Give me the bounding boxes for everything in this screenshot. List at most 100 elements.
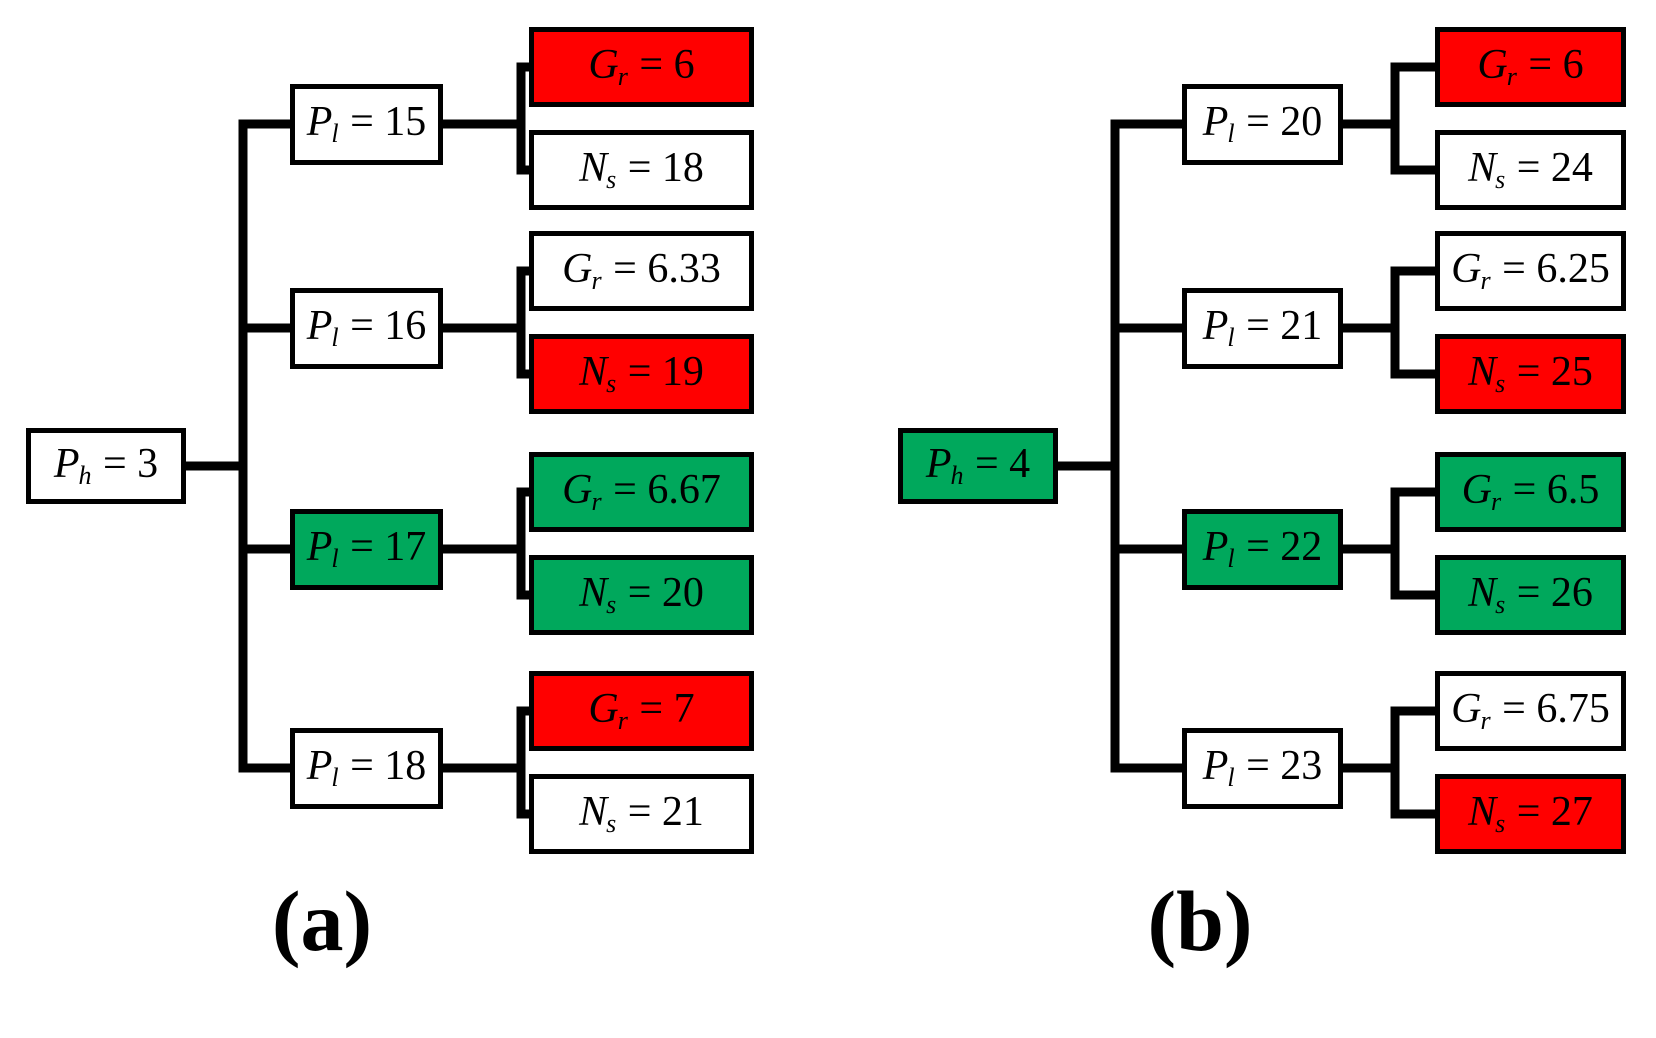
panel-b-parent-node-3-label: Pl = 23 bbox=[1203, 745, 1323, 792]
panel-a-parent-node-1-value: = 16 bbox=[339, 302, 427, 349]
panel-a-root-node-subscript: h bbox=[78, 461, 92, 491]
panel-b-leaf-node-3-1-symbol: N bbox=[1468, 788, 1497, 835]
panel-a-leaf-node-1-0-value: = 6.33 bbox=[602, 245, 721, 292]
panel-b-parent-node-0-subscript: l bbox=[1227, 119, 1235, 149]
panel-b-leaf-node-3-0-label: Gr = 6.75 bbox=[1451, 688, 1610, 735]
panel-a-parent-node-0: Pl = 15 bbox=[290, 83, 443, 165]
panel-a-root-node: Ph = 3 bbox=[26, 428, 186, 504]
panel-b-leaf-node-3-0-subscript: r bbox=[1480, 706, 1491, 736]
panel-b-leaf-node-1-1-symbol: N bbox=[1468, 348, 1497, 395]
panel-a-parent-node-3-symbol: P bbox=[306, 742, 333, 789]
panel-b-leaf-node-0-1-value: = 24 bbox=[1506, 144, 1593, 191]
panel-a-leaf-node-1-1: Ns = 19 bbox=[529, 334, 754, 414]
panel-b-leaf-node-3-1-subscript: s bbox=[1495, 809, 1506, 839]
panel-b-parent-node-0-value: = 20 bbox=[1235, 98, 1323, 145]
panel-b-leaf-node-3-1: Ns = 27 bbox=[1435, 774, 1626, 854]
panel-b-leaf-node-0-0-label: Gr = 6 bbox=[1477, 44, 1583, 91]
panel-b-leaf-node-1-1-label: Ns = 25 bbox=[1468, 351, 1593, 398]
panel-a-leaf-node-2-0-symbol: G bbox=[562, 466, 593, 513]
panel-a-leaf-node-3-0-subscript: r bbox=[617, 706, 628, 736]
panel-a-leaf-node-1-1-value: = 19 bbox=[617, 348, 704, 395]
panel-a-root-node-label: Ph = 3 bbox=[54, 443, 158, 490]
panel-a-leaf-node-2-1-subscript: s bbox=[606, 590, 617, 620]
panel-a-parent-node-0-value: = 15 bbox=[339, 98, 427, 145]
panel-a-parent-node-1: Pl = 16 bbox=[290, 287, 443, 369]
panel-b-parent-node-3: Pl = 23 bbox=[1182, 727, 1343, 809]
panel-b-leaf-node-0-0-subscript: r bbox=[1506, 62, 1517, 92]
panel-a-leaf-node-3-0-label: Gr = 7 bbox=[588, 688, 694, 735]
panel-b-leaf-node-2-1-symbol: N bbox=[1468, 569, 1497, 616]
panel-b-parent-node-2-subscript: l bbox=[1227, 544, 1235, 574]
panel-b-leaf-node-2-0-symbol: G bbox=[1461, 466, 1493, 513]
panel-b-parent-node-1-symbol: P bbox=[1202, 302, 1229, 349]
panel-b-leaf-node-1-1-value: = 25 bbox=[1506, 348, 1593, 395]
panel-b-leaf-node-2-0-subscript: r bbox=[1491, 487, 1502, 517]
panel-b-parent-node-2: Pl = 22 bbox=[1182, 508, 1343, 590]
panel-a-leaf-node-0-0: Gr = 6 bbox=[529, 27, 754, 107]
panel-a-parent-node-2-value: = 17 bbox=[339, 523, 427, 570]
panel-b-leaf-node-1-0-symbol: G bbox=[1451, 245, 1482, 292]
panel-b-leaf-node-2-1-subscript: s bbox=[1495, 590, 1506, 620]
panel-a-caption: (a) bbox=[271, 873, 373, 969]
panel-b-leaf-node-0-0-symbol: G bbox=[1477, 41, 1508, 88]
panel-a-leaf-node-2-1: Ns = 20 bbox=[529, 555, 754, 635]
panel-a-parent-node-3-value: = 18 bbox=[339, 742, 427, 789]
panel-a-parent-node-3-subscript: l bbox=[331, 763, 339, 793]
panel-a-root-node-value: = 3 bbox=[92, 440, 159, 487]
panel-a-leaf-node-0-1-subscript: s bbox=[606, 165, 617, 195]
panel-a-leaf-node-1-1-symbol: N bbox=[579, 348, 608, 395]
panel-b-leaf-node-0-1-subscript: s bbox=[1495, 165, 1506, 195]
panel-b-leaf-node-1-1: Ns = 25 bbox=[1435, 334, 1626, 414]
panel-a-leaf-node-1-1-subscript: s bbox=[606, 369, 617, 399]
panel-a-parent-node-1-label: Pl = 16 bbox=[307, 305, 427, 352]
panel-b-root-node-subscript: h bbox=[950, 461, 964, 491]
panel-a-leaf-node-0-0-label: Gr = 6 bbox=[588, 44, 694, 91]
panel-a-leaf-node-2-1-symbol: N bbox=[579, 569, 608, 616]
panel-b-root-node: Ph = 4 bbox=[898, 428, 1058, 504]
panel-a-leaf-node-3-1-value: = 21 bbox=[617, 788, 704, 835]
panel-a-leaf-node-1-0-symbol: G bbox=[562, 245, 593, 292]
panel-b-leaf-node-2-0: Gr = 6.5 bbox=[1435, 452, 1626, 532]
panel-b-parent-node-1-label: Pl = 21 bbox=[1203, 305, 1323, 352]
panel-b-parent-node-1: Pl = 21 bbox=[1182, 287, 1343, 369]
panel-a-parent-node-2-label: Pl = 17 bbox=[307, 526, 427, 573]
panel-a-leaf-node-2-1-label: Ns = 20 bbox=[579, 572, 704, 619]
panel-b-parent-node-0-label: Pl = 20 bbox=[1203, 101, 1323, 148]
panel-a-leaf-node-0-0-symbol: G bbox=[588, 41, 619, 88]
panel-b-leaf-node-0-0: Gr = 6 bbox=[1435, 27, 1626, 107]
panel-a-leaf-node-3-0-value: = 7 bbox=[628, 685, 695, 732]
panel-b-root-node-symbol: P bbox=[925, 440, 952, 487]
panel-b-root-node-label: Ph = 4 bbox=[926, 443, 1030, 490]
panel-b-caption: (b) bbox=[1147, 873, 1253, 969]
panel-b-leaf-node-2-1: Ns = 26 bbox=[1435, 555, 1626, 635]
panel-b-leaf-node-3-0-symbol: G bbox=[1451, 685, 1482, 732]
panel-b-parent-node-2-label: Pl = 22 bbox=[1203, 526, 1323, 573]
panel-a-leaf-node-1-0-subscript: r bbox=[591, 266, 602, 296]
panel-a-leaf-node-3-0: Gr = 7 bbox=[529, 671, 754, 751]
panel-a-parent-node-0-subscript: l bbox=[331, 119, 339, 149]
panel-b-leaf-node-1-0-subscript: r bbox=[1480, 266, 1491, 296]
panel-b-leaf-node-0-0-value: = 6 bbox=[1517, 41, 1584, 88]
panel-a-leaf-node-0-1-value: = 18 bbox=[617, 144, 704, 191]
panel-a-leaf-node-3-1-subscript: s bbox=[606, 809, 617, 839]
panel-b-root-node-value: = 4 bbox=[964, 440, 1031, 487]
panel-a-parent-node-1-subscript: l bbox=[331, 323, 339, 353]
panel-a-parent-node-1-symbol: P bbox=[306, 302, 333, 349]
panel-a-parent-node-3-label: Pl = 18 bbox=[307, 745, 427, 792]
panel-b-leaf-node-2-0-value: = 6.5 bbox=[1502, 466, 1600, 513]
panel-b-leaf-node-2-1-value: = 26 bbox=[1506, 569, 1593, 616]
panel-a-leaf-node-0-1-label: Ns = 18 bbox=[579, 147, 704, 194]
panel-a-leaf-node-1-1-label: Ns = 19 bbox=[579, 351, 704, 398]
panel-a-leaf-node-3-1-label: Ns = 21 bbox=[579, 791, 704, 838]
panel-b-leaf-node-1-0-value: = 6.25 bbox=[1491, 245, 1610, 292]
panel-b-parent-node-2-value: = 22 bbox=[1235, 523, 1323, 570]
panel-a-parent-node-0-label: Pl = 15 bbox=[307, 101, 427, 148]
panel-a-parent-node-2: Pl = 17 bbox=[290, 508, 443, 590]
panel-b-leaf-node-1-0-label: Gr = 6.25 bbox=[1451, 248, 1610, 295]
panel-b-leaf-node-3-1-value: = 27 bbox=[1506, 788, 1593, 835]
panel-a-leaf-node-3-0-symbol: G bbox=[588, 685, 619, 732]
panel-b-parent-node-0-symbol: P bbox=[1202, 98, 1229, 145]
panel-a-leaf-node-2-0-subscript: r bbox=[591, 487, 602, 517]
